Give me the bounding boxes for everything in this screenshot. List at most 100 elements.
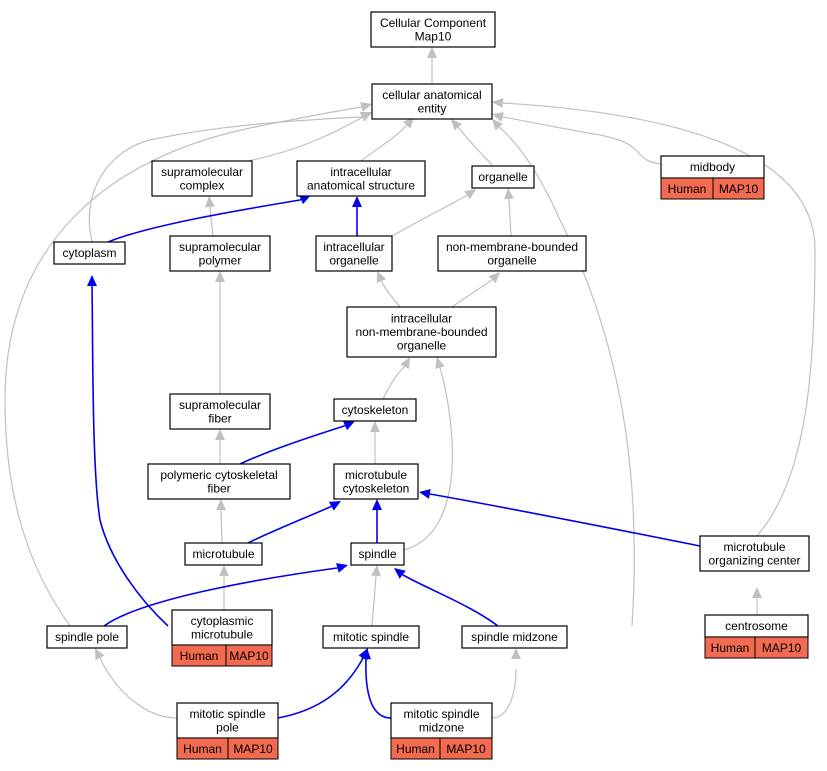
- is-a-edge: [491, 668, 517, 719]
- part-of-edge: [247, 506, 331, 544]
- node-label-line: supramolecular: [179, 398, 261, 412]
- node-box: [176, 702, 279, 739]
- go-term-node-ic-nmb-org[interactable]: intracellularnon-membrane-boundedorganel…: [346, 306, 497, 358]
- annotation-tag-label: Human: [711, 641, 750, 655]
- annotation-tag-label: Human: [396, 742, 435, 756]
- edge-arrowhead: [352, 196, 362, 207]
- node-box: [169, 235, 271, 272]
- node-box: [461, 625, 568, 649]
- edge-arrowhead: [402, 117, 414, 129]
- node-box: [437, 235, 587, 272]
- edge-arrowhead: [435, 357, 445, 369]
- edge-arrowhead: [492, 112, 504, 122]
- annotation-tag-map10: [754, 636, 809, 659]
- node-label-line: organizing center: [708, 553, 800, 567]
- is-a-edge: [502, 102, 816, 537]
- go-term-node-spindle-pole[interactable]: spindle pole: [46, 625, 128, 649]
- edge-connector: [465, 194, 468, 197]
- edge-arrowhead: [371, 565, 381, 577]
- go-term-node-spindle-midzone[interactable]: spindle midzone: [461, 625, 568, 649]
- node-box: [471, 165, 535, 189]
- annotation-tag-label: MAP10: [233, 742, 273, 756]
- node-label-line: microtubule: [192, 547, 254, 561]
- node-label-line: cytoskeleton: [343, 481, 410, 495]
- go-term-node-microtubule[interactable]: microtubule: [184, 542, 263, 566]
- is-a-edge: [247, 117, 362, 162]
- go-term-node-mitotic-spindle[interactable]: mitotic spindle: [322, 625, 420, 649]
- edge-connector: [360, 116, 363, 119]
- annotation-tag-map10: [227, 737, 279, 760]
- node-box: [147, 463, 291, 500]
- is-a-edge: [403, 367, 453, 551]
- annotation-tag-label: MAP10: [762, 641, 802, 655]
- node-label-line: supramolecular: [161, 165, 243, 179]
- annotation-tag-label: Human: [668, 182, 707, 196]
- edge-connector: [457, 126, 460, 129]
- is-a-edge: [458, 127, 494, 167]
- go-term-node-cytoskeleton[interactable]: cytoskeleton: [333, 398, 417, 422]
- is-a-edge: [391, 195, 467, 237]
- edge-arrowhead: [752, 587, 762, 598]
- is-a-edge: [508, 198, 512, 237]
- node-label-line: spindle midzone: [471, 630, 558, 644]
- node-box: [322, 625, 420, 649]
- node-label-line: polymeric cytoskeletal: [160, 468, 277, 482]
- node-label-line: centrosome: [725, 619, 788, 633]
- node-label-line: mitotic spindle: [189, 707, 265, 721]
- node-label-line: mitotic spindle: [333, 630, 409, 644]
- edge-arrowhead: [336, 563, 348, 573]
- node-label-line: organelle: [487, 253, 537, 267]
- is-a-edge: [88, 116, 362, 243]
- go-term-node-organelle[interactable]: organelle: [471, 165, 535, 189]
- edge-arrowhead: [372, 499, 382, 510]
- node-box: [169, 393, 271, 430]
- annotation-tag-label: MAP10: [229, 649, 269, 663]
- edge-arrowhead: [216, 499, 226, 510]
- is-a-edge: [381, 281, 401, 308]
- go-term-node-spindle[interactable]: spindle: [350, 542, 405, 566]
- node-box: [184, 542, 263, 566]
- edge-arrowhead: [298, 195, 311, 205]
- edges-layer: [4, 47, 816, 719]
- node-box: [333, 463, 419, 500]
- node-box: [171, 609, 273, 646]
- is-a-edge: [371, 575, 377, 627]
- edge-arrowhead: [419, 489, 431, 499]
- part-of-edge: [103, 567, 338, 627]
- annotation-tag-map10: [225, 644, 273, 667]
- is-a-edge: [382, 365, 406, 400]
- node-box: [370, 11, 496, 48]
- go-term-node-cytoplasm[interactable]: cytoplasm: [53, 241, 126, 265]
- part-of-edge: [91, 285, 169, 627]
- node-box: [390, 702, 493, 739]
- annotation-tag-label: MAP10: [446, 742, 486, 756]
- part-of-edge: [107, 199, 301, 243]
- part-of-edge: [277, 659, 363, 719]
- part-of-edge: [239, 425, 345, 465]
- edge-arrowhead: [219, 565, 229, 576]
- edge-arrowhead: [215, 271, 225, 282]
- is-a-edge: [99, 657, 178, 719]
- node-label-line: midzone: [419, 720, 465, 734]
- node-label-line: spindle: [358, 547, 396, 561]
- edge-arrowhead: [361, 648, 371, 660]
- node-label-line: pole: [216, 720, 239, 734]
- node-box: [296, 160, 426, 197]
- part-of-edge: [365, 658, 392, 719]
